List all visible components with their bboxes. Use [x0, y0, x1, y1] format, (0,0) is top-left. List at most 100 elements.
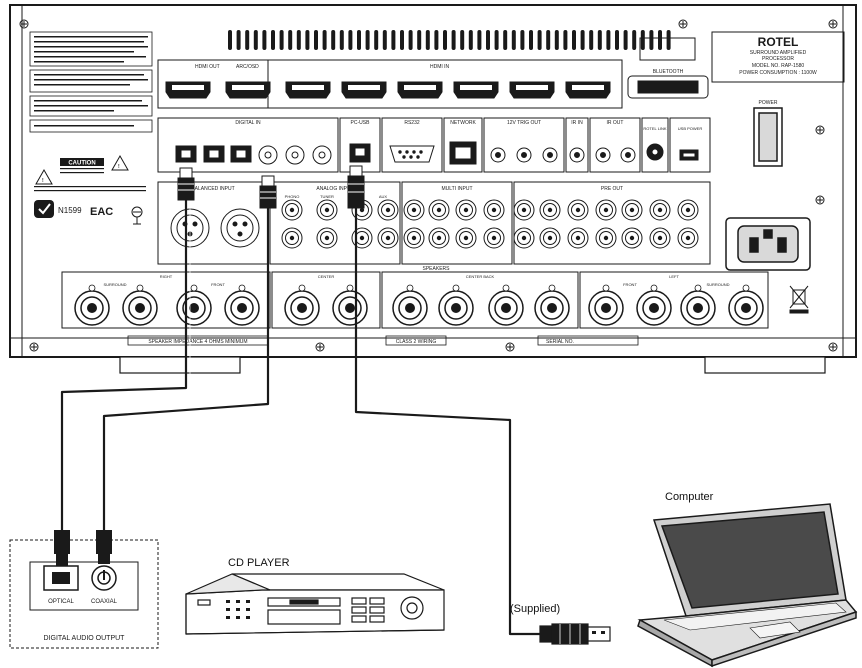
- rca-jack-pin: [575, 235, 581, 241]
- hdmi-port-slot: [232, 85, 264, 90]
- speaker-binding-post: [588, 284, 624, 326]
- vent-slot: [357, 30, 361, 50]
- rca-jack: [455, 227, 477, 249]
- weee-bin-icon: [789, 285, 809, 314]
- vent-slot: [296, 30, 301, 50]
- hdmi-ports: [165, 81, 611, 99]
- speaker-binding-post: [284, 284, 320, 326]
- vent-slot: [236, 30, 241, 50]
- ac-inlet: [725, 217, 811, 271]
- hdmi-port: [341, 81, 387, 99]
- speaker-binding-post: [176, 284, 212, 326]
- phono-label: PHONO: [285, 194, 300, 199]
- vent-slot: [503, 30, 508, 50]
- speaker-binding-post: [332, 284, 368, 326]
- binding-post-core: [601, 303, 611, 313]
- vent-slot: [253, 30, 258, 50]
- supplied-label: (Supplied): [510, 603, 560, 615]
- vent-slot: [348, 30, 353, 50]
- vent-slot: [417, 30, 422, 50]
- rca-jack: [513, 227, 535, 249]
- binding-post-core: [87, 303, 97, 313]
- rca-jack-pin: [547, 235, 553, 241]
- rca-jack-pin: [411, 207, 417, 213]
- polarity-mark: [694, 284, 702, 292]
- vent-slot: [572, 30, 576, 50]
- rca-jack-pin: [491, 207, 497, 213]
- usb-power-label: USB POWER: [678, 126, 703, 131]
- rca-jack: [649, 199, 671, 221]
- rca-jack: [428, 227, 450, 249]
- vent-slot: [314, 30, 318, 50]
- digital-in-label: DIGITAL IN: [235, 120, 261, 126]
- multi-input-label: MULTI INPUT: [441, 186, 472, 192]
- vent-slot: [400, 30, 404, 50]
- vent-slot: [331, 30, 336, 50]
- vent-slot: [537, 30, 542, 50]
- rca-jack: [621, 199, 643, 221]
- optical-label: OPTICAL: [48, 599, 74, 605]
- rca-jack: [567, 227, 589, 249]
- vent-slot: [649, 30, 654, 50]
- hdmi-in-label: HDMI IN: [430, 64, 450, 70]
- hdmi-out-label: HDMI OUT: [195, 64, 220, 70]
- rca-jack-pin: [629, 207, 635, 213]
- usb-cable: [354, 208, 540, 636]
- rca-jack-pin: [289, 235, 295, 241]
- speaker-binding-post: [488, 284, 524, 326]
- hdmi-port-slot: [516, 85, 548, 90]
- rca-jack: [316, 199, 338, 221]
- rca-jack: [403, 227, 425, 249]
- aux-label: AUX: [379, 194, 388, 199]
- cd-player: CD PLAYER: [185, 557, 445, 635]
- hdmi-port: [165, 81, 211, 99]
- rca-jack-pin: [521, 235, 527, 241]
- power-label: POWER: [759, 100, 778, 106]
- brand-line2: PROCESSOR: [762, 56, 794, 62]
- vent-slot: [425, 30, 430, 50]
- polarity-mark: [298, 284, 306, 292]
- rca-jack: [513, 199, 535, 221]
- binding-post-core: [649, 303, 659, 313]
- right-label: RIGHT: [160, 274, 173, 279]
- rca-jack-pin: [324, 207, 330, 213]
- polarity-mark: [602, 284, 610, 292]
- io-row: DIGITAL IN PC-USB RS232 NETWORK 12V TRIG…: [157, 117, 711, 173]
- binding-post-core: [501, 303, 511, 313]
- binding-post-core: [297, 303, 307, 313]
- rotel-link-label: ROTEL LINK: [643, 126, 667, 131]
- vent-slot: [245, 30, 250, 50]
- tuner-label: TUNER: [320, 194, 334, 199]
- polarity-mark: [548, 284, 556, 292]
- rca-jack-pin: [385, 235, 391, 241]
- hdmi-port-slot: [572, 85, 604, 90]
- certification-marks: N1599 EAC: [34, 200, 143, 225]
- vent-slot: [305, 30, 310, 50]
- arc-osd-label: ARC/OSD: [236, 64, 259, 70]
- vent-slot: [666, 30, 671, 50]
- rca-jack: [281, 199, 303, 221]
- polarity-mark: [346, 284, 354, 292]
- vent-slot: [580, 30, 585, 50]
- right-foot: [704, 356, 826, 374]
- hdmi-port-slot: [460, 85, 492, 90]
- speaker-binding-post: [224, 284, 260, 326]
- binding-post-core: [547, 303, 557, 313]
- bottom-strip-labels: SPEAKER IMPEDANCE 4 OHMS MINIMUM CLASS 2…: [127, 335, 639, 346]
- digital-audio-output-label: DIGITAL AUDIO OUTPUT: [44, 635, 126, 642]
- caution-label: ! CAUTION !: [34, 154, 146, 192]
- bluetooth-module: BLUETOOTH: [627, 37, 709, 99]
- rca-jack-pin: [603, 207, 609, 213]
- ir-in-label: IR IN: [571, 120, 583, 126]
- speaker-binding-post: [728, 284, 764, 326]
- binding-post-core: [451, 303, 461, 313]
- vent-slot: [408, 30, 413, 50]
- rca-jack: [539, 227, 561, 249]
- rca-jack-pin: [547, 207, 553, 213]
- usb-plug: (Supplied): [510, 603, 611, 645]
- optical-plug: [54, 530, 70, 554]
- brand-plate: ROTEL SURROUND AMPLIFIED PROCESSOR MODEL…: [711, 31, 845, 83]
- vent-slot: [520, 30, 525, 50]
